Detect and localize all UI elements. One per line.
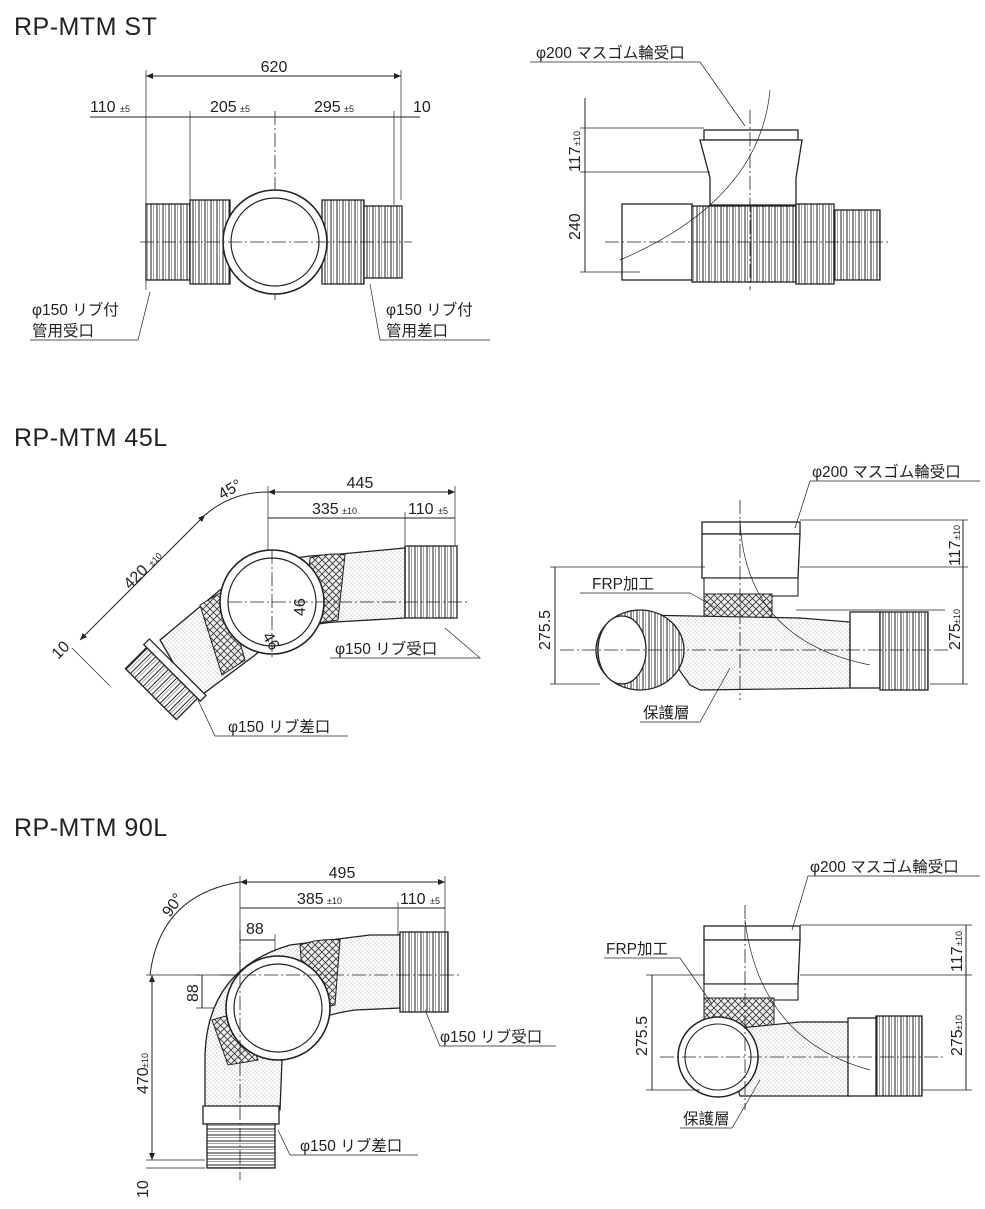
svg-text:205: 205 (210, 99, 237, 116)
label-inlet-top: φ200 マスゴム輪受口 (536, 43, 685, 62)
svg-text:±5: ±5 (240, 104, 250, 114)
svg-text:±5: ±5 (120, 104, 130, 114)
dim-total: 495 (329, 865, 356, 882)
dim-h1: 117±10 (567, 131, 584, 172)
dim-total: 445 (347, 475, 374, 492)
label-inlet-top: φ200 マスゴム輪受口 (810, 857, 959, 876)
st-plan-view (140, 189, 412, 295)
dim-inner2: 46 (292, 598, 309, 616)
dim-end: 10 (49, 638, 74, 663)
dim-h3: 275±10 (949, 1015, 966, 1056)
dim-d: 88 (185, 984, 202, 1002)
90l-side-view (660, 905, 945, 1110)
label-left-2: 管用受口 (32, 322, 94, 340)
dim-end: 10 (135, 1180, 152, 1198)
dim-a: 335±10 (312, 501, 357, 518)
svg-text:110: 110 (408, 501, 434, 518)
dim-angle: 45° (216, 477, 245, 504)
label-protect: 保護層 (643, 704, 690, 722)
label-rib-in: φ150 リブ受口 (440, 1027, 542, 1046)
svg-text:385: 385 (297, 891, 324, 908)
45l-plan-view: 46 46 (124, 545, 468, 721)
45l-side-view (560, 500, 950, 700)
label-left-1: φ150 リブ付 (32, 300, 119, 319)
label-protect: 保護層 (683, 1110, 730, 1128)
label-inlet-top: φ200 マスゴム輪受口 (812, 462, 961, 481)
section-90l: RP-MTM 90L 495 385±10 110±5 88 88 90° 47… (14, 814, 980, 1198)
st-side-view (605, 89, 890, 290)
svg-text:±10: ±10 (572, 131, 582, 146)
dim-vert: 470±10 (135, 1053, 152, 1094)
dim-b: 205±5 (210, 99, 250, 116)
label-rib-out: φ150 リブ差口 (300, 1136, 402, 1155)
dim-h2: 275.5 (634, 1016, 651, 1056)
svg-text:117: 117 (949, 946, 966, 972)
label-rib-in: φ150 リブ受口 (335, 639, 437, 658)
svg-text:470: 470 (135, 1067, 152, 1094)
label-frp: FRP加工 (592, 575, 654, 593)
svg-text:±10: ±10 (952, 609, 962, 624)
svg-text:275: 275 (947, 623, 964, 650)
svg-text:117: 117 (567, 146, 584, 172)
section-45l: RP-MTM 45L 445 335±10 110±5 45° 420±10 1… (14, 424, 980, 737)
svg-text:±10: ±10 (146, 551, 164, 569)
svg-text:±10: ±10 (342, 506, 357, 516)
svg-text:275: 275 (949, 1029, 966, 1056)
leader-top (530, 61, 746, 127)
dim-h3: 275±10 (947, 609, 964, 650)
dim-c: 88 (246, 921, 264, 938)
svg-text:±10: ±10 (952, 525, 962, 540)
dim-h2: 275.5 (537, 610, 554, 650)
svg-text:110: 110 (90, 99, 116, 116)
svg-text:±10: ±10 (140, 1053, 150, 1068)
dim-c: 295±5 (314, 99, 354, 116)
90l-plan-view (202, 930, 460, 1180)
svg-text:±5: ±5 (344, 104, 354, 114)
dim-total: 620 (261, 59, 288, 76)
svg-text:117: 117 (947, 540, 964, 566)
dim-h1: 117±10 (949, 931, 966, 972)
svg-text:±10: ±10 (327, 896, 342, 906)
svg-text:±10: ±10 (954, 931, 964, 946)
label-right-2: 管用差口 (386, 322, 448, 340)
dim-a: 110 ±5 (90, 99, 130, 116)
section-title: RP-MTM 90L (14, 814, 168, 842)
svg-text:420: 420 (121, 562, 152, 593)
dim-diag: 420±10 (121, 551, 164, 593)
leader-left (30, 291, 151, 341)
svg-text:335: 335 (312, 501, 339, 518)
dim-b: 110 ±5 (408, 501, 448, 518)
svg-text:295: 295 (314, 99, 341, 116)
section-title: RP-MTM ST (14, 13, 157, 41)
dim-angle: 90° (159, 891, 187, 921)
label-rib-out: φ150 リブ差口 (228, 717, 330, 736)
leader-right (369, 283, 490, 341)
dim-d: 10 (413, 99, 431, 116)
dim-a: 385±10 (297, 891, 342, 908)
section-st: RP-MTM ST 620 110±5 205±5 295±5 10 φ150 … (14, 13, 890, 341)
svg-text:±5: ±5 (430, 896, 440, 906)
dim-b: 110 ±5 (400, 891, 440, 908)
svg-text:±10: ±10 (954, 1015, 964, 1030)
label-right-1: φ150 リブ付 (386, 300, 473, 319)
svg-text:±5: ±5 (438, 506, 448, 516)
section-title: RP-MTM 45L (14, 424, 168, 452)
label-frp: FRP加工 (606, 940, 668, 958)
svg-text:110: 110 (400, 891, 426, 908)
dim-h1: 117±10 (947, 525, 964, 566)
dim-inner1: 46 (259, 630, 283, 654)
dim-h2: 240 (567, 213, 584, 240)
